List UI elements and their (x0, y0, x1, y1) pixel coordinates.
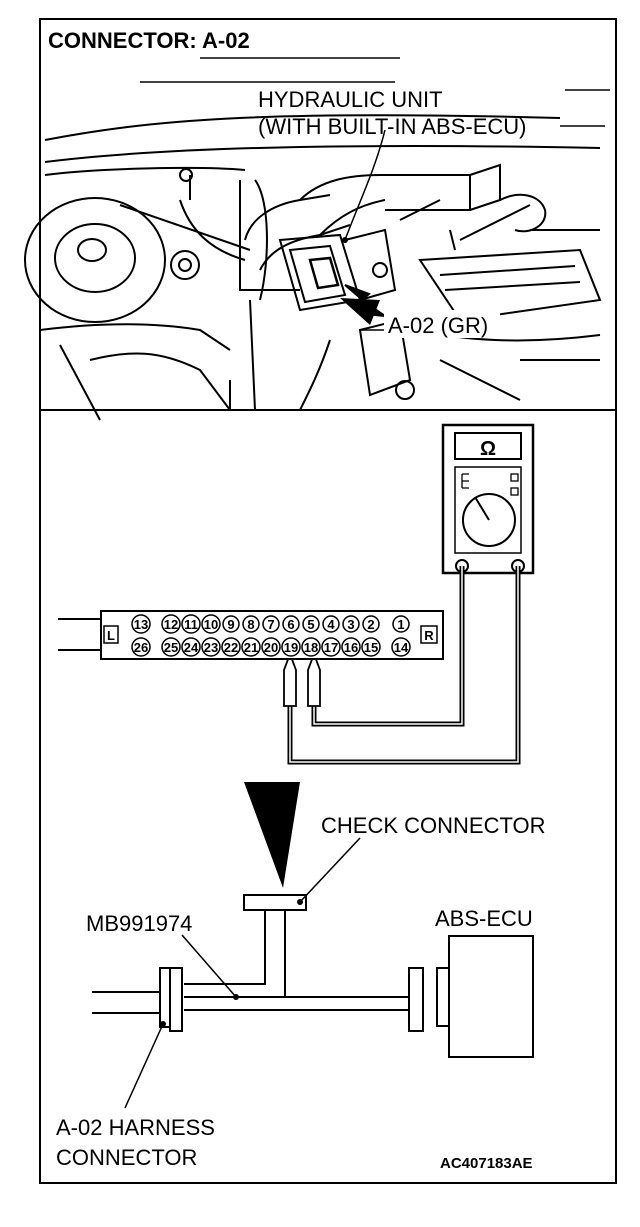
bottom-pin-circle (241, 637, 261, 657)
bottom-pin-label: 25 (164, 640, 178, 655)
probe-leads (287, 566, 521, 765)
harness-label-line1: A-02 HARNESS (56, 1115, 215, 1140)
top-pin-circle (262, 615, 280, 633)
tool-harness (184, 910, 409, 1011)
tool-leader (181, 934, 237, 998)
ohm-symbol: Ω (480, 438, 496, 460)
bottom-pin-circle (391, 637, 411, 657)
bottom-pin-label: 17 (324, 640, 338, 655)
connector-label-bg (384, 310, 500, 338)
pin-row-bottom: 26 25 24 23 22 21 20 19 18 17 16 15 14 (131, 637, 411, 657)
hydraulic-unit-label-line1: HYDRAULIC UNIT (258, 87, 443, 112)
tool-label: MB991974 (86, 911, 192, 936)
direction-wedge (244, 782, 300, 888)
connector-right-tag: R (424, 628, 434, 643)
top-pin-circle (362, 615, 380, 633)
top-pin-circle (282, 615, 300, 633)
range-mark-right-b (510, 487, 519, 496)
top-pin-circle (302, 615, 320, 633)
bottom-pin-label: 24 (184, 640, 199, 655)
photo-leader-lines (344, 125, 605, 331)
top-pin-label: 9 (227, 617, 234, 632)
bottom-pin-label: 14 (394, 640, 409, 655)
engine-bay-illustration (24, 57, 610, 421)
top-pin-label: 12 (164, 617, 178, 632)
top-pin-circle (201, 614, 221, 634)
outer-frame (39, 18, 617, 1184)
bottom-pin-label: 18 (304, 640, 318, 655)
bottom-pin-circle (181, 637, 201, 657)
bottom-pin-circle (361, 637, 381, 657)
bottom-pin-circle (321, 637, 341, 657)
top-pin-circle (181, 614, 201, 634)
top-pin-label: 7 (267, 617, 274, 632)
bottom-pin-label: 21 (244, 640, 258, 655)
bottom-pin-circle (301, 637, 321, 657)
bottom-pin-label: 22 (224, 640, 238, 655)
bottom-pin-circle (161, 637, 181, 657)
top-pin-label: 8 (247, 617, 254, 632)
top-pin-circle (131, 614, 151, 634)
check-connector-leader (299, 837, 361, 903)
harness-label-line2: CONNECTOR (56, 1145, 197, 1170)
harness-connector (92, 967, 183, 1032)
bottom-pin-label: 16 (344, 640, 358, 655)
bottom-pin-circle (341, 637, 361, 657)
bottom-pin-circle (281, 637, 301, 657)
bottom-pin-label: 23 (204, 640, 218, 655)
leader-dot (342, 237, 348, 243)
connector-right-tag-box (420, 625, 438, 644)
bottom-pin-label: 20 (264, 640, 278, 655)
top-pin-label: 10 (204, 617, 218, 632)
top-pin-label: 5 (307, 617, 314, 632)
top-pin-label: 4 (327, 617, 335, 632)
multimeter: Ω (441, 423, 535, 575)
top-pin-circle (342, 615, 360, 633)
figure-title: CONNECTOR: A-02 (48, 28, 250, 53)
top-pin-circle (222, 615, 240, 633)
top-pin-label: 1 (397, 617, 404, 632)
range-mark-left (461, 473, 469, 489)
top-pin-label: 6 (287, 617, 294, 632)
probe-tips (283, 651, 321, 707)
harness-dot (160, 1021, 166, 1027)
bottom-pin-circle (131, 637, 151, 657)
top-pin-circle (322, 615, 340, 633)
check-connector-dot (297, 899, 303, 905)
abs-ecu-label: ABS-ECU (435, 906, 533, 931)
bottom-pin-circle (261, 637, 281, 657)
bottom-pin-circle (221, 637, 241, 657)
multimeter-display (454, 432, 522, 460)
connector-left-tag: L (107, 628, 115, 643)
check-connector (243, 894, 307, 911)
bottom-pin-label: 26 (134, 640, 148, 655)
bottom-pin-circle (201, 637, 221, 657)
tool-dot (233, 994, 239, 1000)
abs-ecu-block (408, 935, 534, 1058)
check-connector-label: CHECK CONNECTOR (321, 813, 546, 838)
top-pin-label: 13 (134, 617, 148, 632)
top-pin-label: 11 (184, 617, 198, 632)
top-pin-circle (242, 615, 260, 633)
range-mark-right-a (510, 473, 519, 482)
top-pin-label: 2 (367, 617, 374, 632)
bottom-pin-label: 15 (364, 640, 378, 655)
bottom-pin-label: 19 (284, 640, 298, 655)
connector-label: A-02 (GR) (388, 313, 488, 338)
dial-pointer (474, 496, 490, 521)
top-pin-circle (161, 614, 181, 634)
connector-left-tag-box (103, 625, 119, 644)
harness-leader (124, 1023, 164, 1109)
hydraulic-unit-label-line2: (WITH BUILT-IN ABS-ECU) (258, 114, 527, 139)
figure-code: AC407183AE (440, 1155, 533, 1172)
top-pin-label: 3 (347, 617, 354, 632)
connector-arrow-head (340, 298, 380, 325)
top-pin-circle (392, 615, 410, 633)
